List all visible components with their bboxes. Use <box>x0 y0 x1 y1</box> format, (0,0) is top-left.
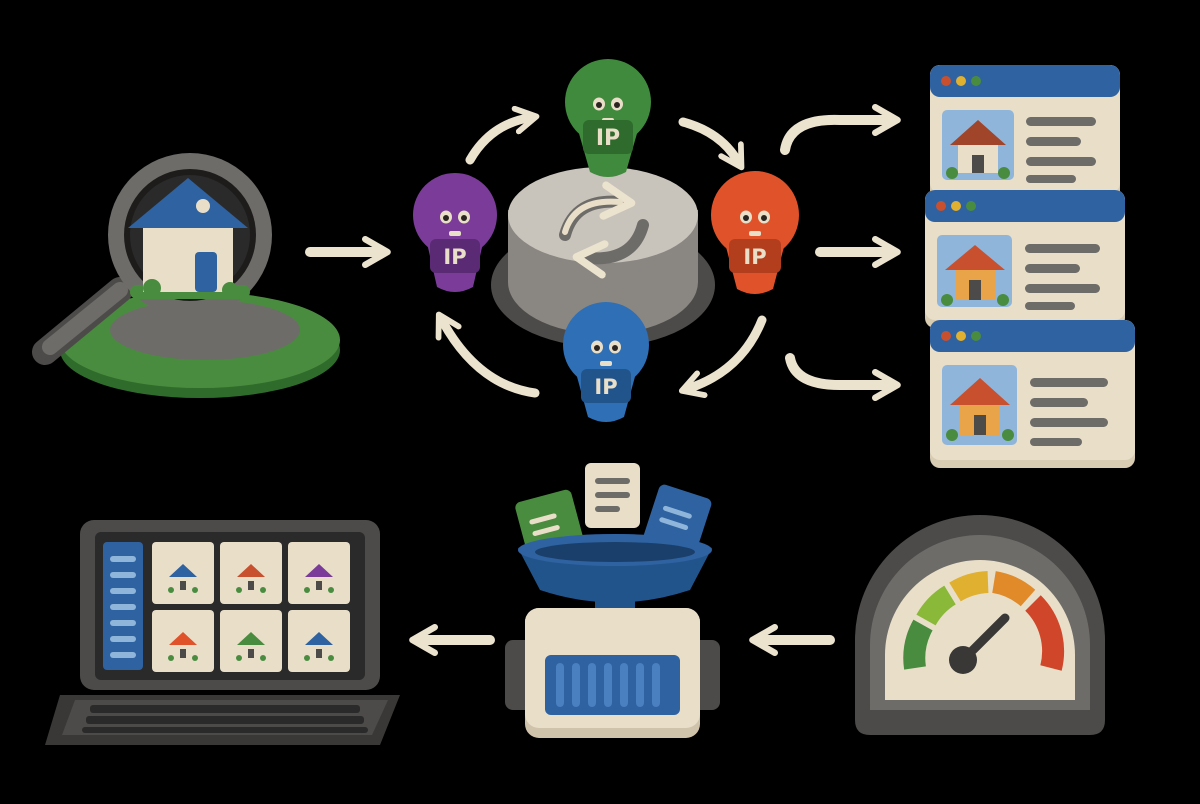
ip-badge-purple-label: IP <box>443 245 466 269</box>
house-grid <box>152 542 350 672</box>
speed-gauge-icon <box>855 515 1105 735</box>
magnifying-glass-house-icon <box>32 153 340 398</box>
refresh-icon <box>559 181 649 279</box>
rotation-arrows <box>435 105 767 398</box>
laptop-grid-icon <box>45 520 400 745</box>
ip-badge-orange-label: IP <box>743 245 766 269</box>
ip-badge-green-label: IP <box>596 126 620 151</box>
listing-window-2 <box>925 190 1125 328</box>
listing-window-1 <box>930 65 1120 200</box>
funnel-processor-icon <box>505 463 720 738</box>
gauge-arc <box>903 571 1065 671</box>
listing-window-3 <box>930 320 1135 468</box>
ip-badge-green: IP <box>565 59 651 177</box>
ip-badge-orange: IP <box>711 171 799 294</box>
ip-badge-purple: IP <box>413 173 497 292</box>
browser-window-listing-icon <box>925 65 1135 468</box>
arrows-to-listings <box>780 103 901 402</box>
ip-badge-blue: IP <box>563 302 649 422</box>
ip-badge-blue-label: IP <box>594 375 617 399</box>
ip-rotation-icon <box>435 105 767 398</box>
